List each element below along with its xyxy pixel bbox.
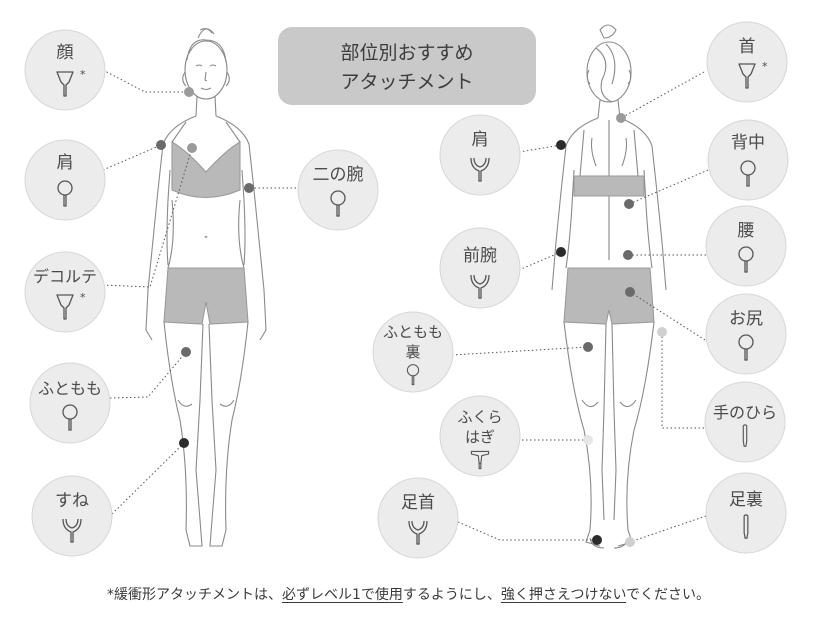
label-palm: 手のひら <box>704 381 786 463</box>
line-palm <box>661 332 704 429</box>
connector-lines <box>102 69 709 543</box>
label-back-text: 背中 <box>731 133 765 153</box>
footnote-part1: *緩衝形アタッチメントは、 <box>106 587 282 603</box>
point-decollete <box>187 143 197 153</box>
label-upper-arm: 二の腕 <box>297 149 379 231</box>
line-face <box>102 69 189 93</box>
line-back-thigh <box>451 346 589 356</box>
point-upper-arm <box>244 183 254 193</box>
label-shin: すね <box>31 475 113 557</box>
point-waist <box>623 250 633 260</box>
label-calf-text-2: はぎ <box>465 428 495 446</box>
point-thigh <box>181 347 191 357</box>
label-shoulder: 肩 <box>24 139 106 221</box>
asterisk-face: * <box>80 68 86 81</box>
label-upper-arm-text: 二の腕 <box>313 165 364 185</box>
point-back <box>624 199 634 209</box>
line-sole <box>629 515 707 543</box>
label-ankle: 足首 <box>377 477 459 559</box>
line-thigh <box>109 351 187 399</box>
label-face-text: 顔 <box>57 43 74 63</box>
asterisk-neck: * <box>762 60 768 73</box>
line-back-shoulder <box>518 144 562 153</box>
label-neck-text: 首 <box>739 37 756 57</box>
label-forearm-text: 前腕 <box>463 246 497 266</box>
label-ankle-text: 足首 <box>401 493 435 513</box>
line-hip <box>629 291 706 341</box>
label-back-thigh-text-2: 裏 <box>405 343 420 361</box>
label-decollete-text: デコルテ <box>33 267 97 286</box>
title-line2: アタッチメント <box>340 71 473 93</box>
point-face <box>184 87 194 97</box>
front-figure <box>145 27 267 547</box>
label-face: 顔 * <box>24 29 106 111</box>
label-hip-text: お尻 <box>729 309 763 329</box>
label-back-shoulder: 肩 <box>439 114 521 196</box>
footnote-part5: でください。 <box>626 587 711 603</box>
line-neck <box>620 71 705 119</box>
asterisk-decollete: * <box>80 291 86 304</box>
label-sole-text: 足裏 <box>729 489 763 510</box>
point-calf <box>583 435 593 445</box>
point-ankle <box>592 535 602 545</box>
point-palm <box>657 327 667 337</box>
line-shoulder <box>102 144 162 171</box>
label-hip: お尻 <box>705 293 787 375</box>
line-ankle <box>457 521 597 541</box>
title-box: 部位別おすすめ アタッチメント <box>278 27 536 105</box>
label-back: 背中 <box>707 119 789 201</box>
footnote-part3: するようにし、 <box>402 587 501 603</box>
label-thigh: ふともも <box>29 362 111 444</box>
label-back-shoulder-text: 肩 <box>472 130 489 150</box>
label-forearm: 前腕 <box>439 227 521 309</box>
point-back-thigh <box>583 342 593 352</box>
label-palm-text: 手のひら <box>713 403 777 422</box>
point-forearm <box>556 247 566 257</box>
label-back-thigh: ふともも 裏 <box>372 311 454 393</box>
label-back-thigh-text-1: ふともも <box>383 323 443 341</box>
point-shoulder <box>156 140 166 150</box>
label-shoulder-text: 肩 <box>57 153 74 173</box>
label-calf: ふくら はぎ <box>439 395 521 477</box>
footnote-part4: 強く押さえつけない <box>500 587 627 603</box>
point-back-shoulder <box>556 140 566 150</box>
title-background <box>278 27 536 105</box>
label-waist: 腰 <box>705 205 787 287</box>
title-line1: 部位別おすすめ <box>340 42 473 64</box>
body-points <box>156 87 667 547</box>
back-figure <box>551 24 667 549</box>
footnote-part2: 必ずレベル1で使用 <box>281 587 403 603</box>
point-hip <box>625 287 635 297</box>
label-thigh-text: ふともも <box>38 379 102 398</box>
label-neck: 首 * <box>706 21 788 103</box>
point-sole <box>625 537 635 547</box>
footnote: *緩衝形アタッチメントは、必ずレベル1で使用するようにし、強く押さえつけないでく… <box>0 584 817 604</box>
line-shin <box>111 442 185 515</box>
label-shin-text: すね <box>55 491 89 511</box>
point-neck <box>616 113 626 123</box>
label-waist-text: 腰 <box>738 221 755 241</box>
label-calf-text-1: ふくら <box>457 408 502 426</box>
point-shin <box>179 438 189 448</box>
label-decollete: デコルテ * <box>24 251 106 333</box>
label-sole: 足裏 <box>705 472 787 554</box>
